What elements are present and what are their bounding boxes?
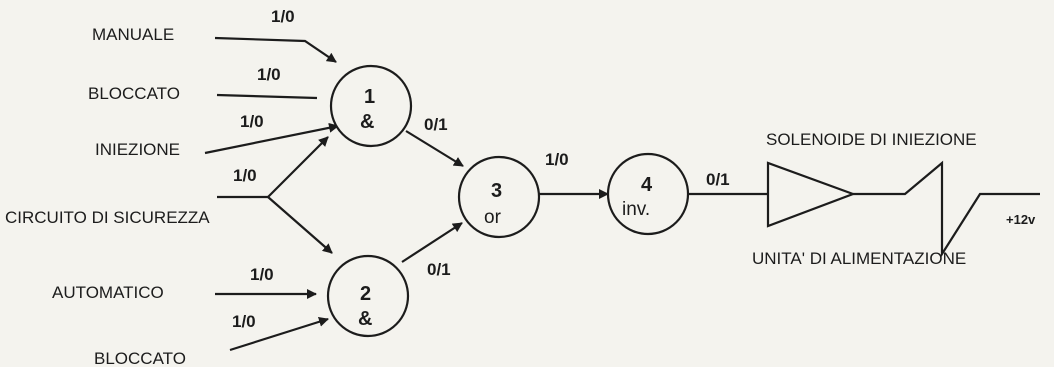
gate-4-number: 4 (641, 174, 653, 196)
input-label-bloccato-1: BLOCCATO (88, 84, 180, 103)
output-label-power-unit: UNITA' DI ALIMENTAZIONE (752, 249, 966, 268)
signal-automatico: 1/0 (250, 265, 274, 284)
signal-manuale: 1/0 (271, 7, 295, 26)
gate-1-op: & (360, 111, 374, 133)
solenoid-switch-line (853, 160, 1040, 258)
gate-2-op: & (358, 308, 372, 330)
wire-circuito-down (267, 196, 333, 254)
signal-iniezione: 1/0 (240, 112, 264, 131)
wire-iniezione (204, 122, 339, 155)
wire-circuito-up (267, 136, 329, 198)
output-label-solenoid: SOLENOIDE DI INIEZIONE (766, 130, 977, 149)
signal-bloccato-2: 1/0 (232, 312, 256, 331)
gate-1-number: 1 (364, 86, 375, 108)
gate-2: 2 & (326, 254, 410, 338)
wire-manuale (214, 36, 337, 63)
gate-4: 4 inv. (606, 152, 690, 236)
signal-gate2-out: 0/1 (427, 260, 451, 279)
gate-4-op: inv. (622, 199, 650, 220)
input-label-manuale: MANUALE (92, 25, 174, 44)
wire-g1-g3 (405, 130, 464, 167)
input-label-iniezione: INIEZIONE (95, 140, 180, 159)
input-label-bloccato-2: BLOCCATO (94, 349, 186, 367)
gate-2-number: 2 (360, 283, 371, 305)
input-label-automatico: AUTOMATICO (52, 283, 164, 302)
gate-1: 1 & (329, 64, 413, 148)
signal-circuito: 1/0 (233, 166, 257, 185)
gate-3-number: 3 (491, 180, 502, 202)
signal-bloccato-1: 1/0 (257, 65, 281, 84)
input-label-circuito: CIRCUITO DI SICUREZZA (5, 208, 210, 227)
signal-gate1-out: 0/1 (424, 115, 448, 134)
gate-3: 3 or (457, 155, 541, 239)
wire-bloccato-2 (229, 316, 329, 352)
gate-3-op: or (484, 207, 502, 228)
signal-gate4-out: 0/1 (706, 170, 730, 189)
wire-g2-g3 (401, 222, 463, 263)
output-voltage: +12v (1006, 212, 1036, 227)
signal-gate3-out: 1/0 (545, 150, 569, 169)
solenoid-driver-triangle (766, 161, 857, 228)
wire-bloccato-1 (216, 93, 318, 100)
